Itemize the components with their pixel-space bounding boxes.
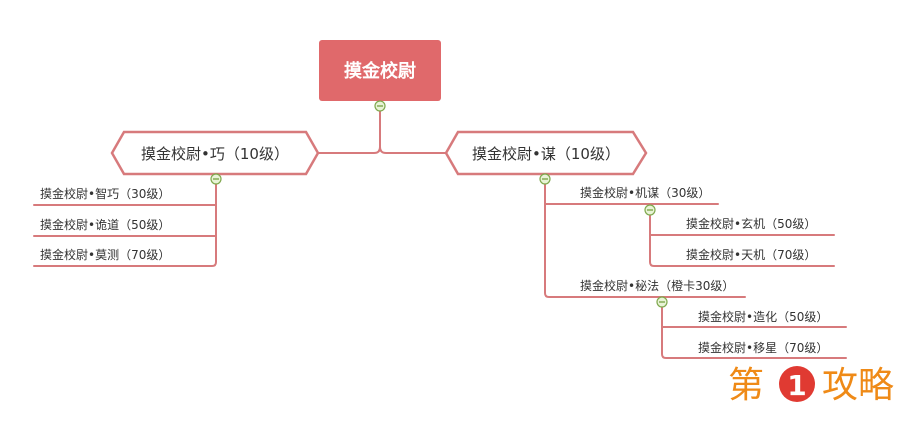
watermark-prefix: 第: [728, 365, 764, 406]
root-node[interactable]: 摸金校尉: [319, 40, 441, 101]
root-node-label: 摸金校尉: [344, 60, 416, 82]
connector-left-branch: [33, 173, 217, 267]
branch-node-mou[interactable]: 摸金校尉•谋（10级）: [444, 130, 648, 176]
connector-root-to-branches: [317, 100, 447, 154]
watermark-suffix: 攻略: [822, 365, 894, 406]
branch-node-mou-label: 摸金校尉•谋（10级）: [472, 145, 620, 163]
subnode-mifa-label[interactable]: 摸金校尉•秘法（橙卡30级）: [580, 278, 734, 293]
subnode-jimou-label[interactable]: 摸金校尉•机谋（30级）: [580, 185, 710, 200]
collapse-toggle-mou[interactable]: [539, 173, 551, 185]
collapse-toggle-root[interactable]: [374, 100, 386, 112]
leaf-yixing-label[interactable]: 摸金校尉•移星（70级）: [698, 340, 828, 355]
node-labels: 摸金校尉•智巧（30级） 摸金校尉•诡道（50级） 摸金校尉•莫测（70级） 摸…: [40, 185, 828, 355]
collapse-toggles: [210, 100, 668, 308]
connector-lines: [33, 100, 847, 359]
branch-node-qiao[interactable]: 摸金校尉•巧（10级）: [110, 130, 320, 176]
branch-node-qiao-label: 摸金校尉•巧（10级）: [141, 145, 289, 163]
leaf-tianji-label[interactable]: 摸金校尉•天机（70级）: [686, 247, 816, 262]
collapse-toggle-qiao[interactable]: [210, 173, 222, 185]
collapse-toggle-jimou[interactable]: [644, 204, 656, 216]
collapse-toggle-mifa[interactable]: [656, 296, 668, 308]
watermark-number: 1: [787, 369, 806, 402]
leaf-moce-label[interactable]: 摸金校尉•莫测（70级）: [40, 247, 170, 262]
leaf-zaohua-label[interactable]: 摸金校尉•造化（50级）: [698, 309, 828, 324]
root-node-box: [319, 40, 441, 101]
connector-right-branch: [544, 173, 746, 298]
leaf-xuanji-label[interactable]: 摸金校尉•玄机（50级）: [686, 216, 816, 231]
branch-node-qiao-hexagon: [110, 130, 320, 176]
branch-node-mou-hexagon: [444, 130, 648, 176]
connector-jimou-branch: [649, 209, 835, 267]
leaf-guidao-label[interactable]: 摸金校尉•诡道（50级）: [40, 217, 170, 232]
connector-mifa-branch: [661, 302, 847, 359]
watermark-number-badge: [779, 366, 815, 402]
watermark-logo: 第 1 攻略: [728, 365, 894, 406]
leaf-zhiqiao-label[interactable]: 摸金校尉•智巧（30级）: [40, 186, 170, 201]
